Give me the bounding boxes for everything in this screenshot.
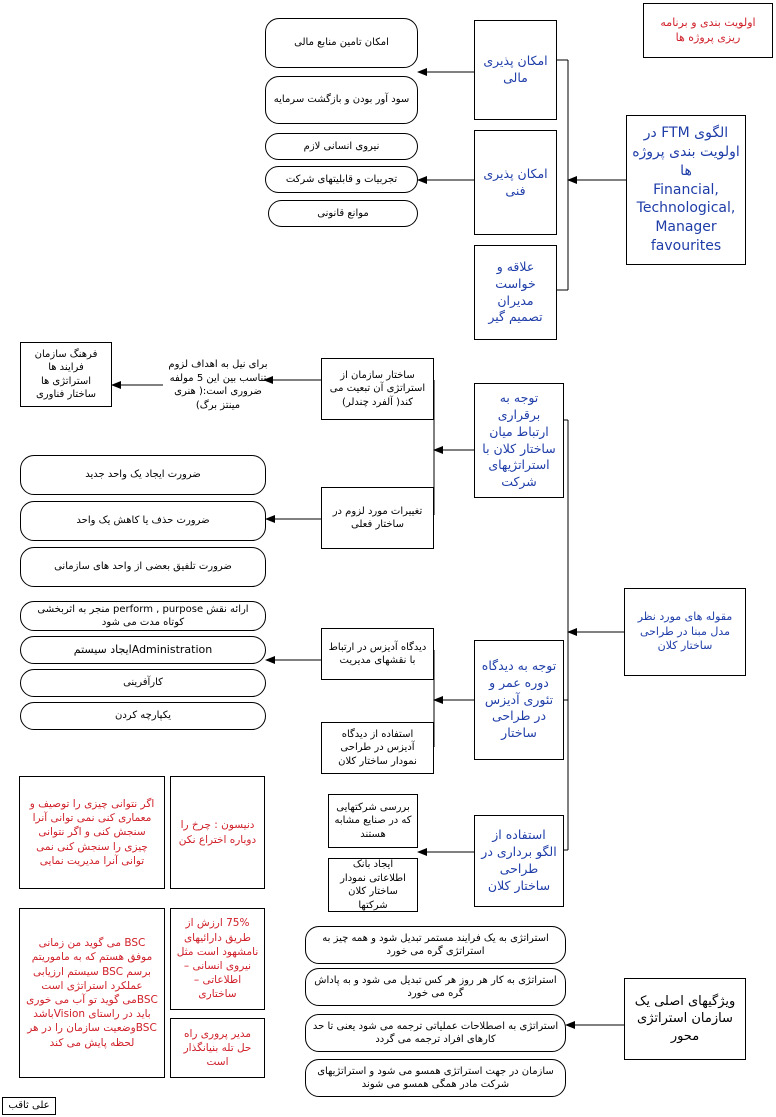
author-box: علی ثاقب (2, 1097, 56, 1115)
author-name: علی ثاقب (8, 1100, 50, 1112)
financial-item-box: امکان تامین منابع مالی (265, 18, 418, 68)
technical-feasibility-title: امکان پذیری فنی (483, 165, 548, 198)
financial-item-box: سود آور بودن و بازگشت سرمایه (265, 76, 418, 124)
feature-item-box: استراتژی به کار هر روز هر کس تبدیل می شو… (305, 968, 566, 1006)
adizes-role-box: Administrationایجاد سیستم (20, 636, 266, 664)
benchmark-item-box: ایجاد بانک اطلاعاتی نمودار ساختار کلان ش… (328, 858, 418, 912)
adizes-usage-text: استفاده از دیدگاه آدیزس در طراحی نمودار … (338, 728, 417, 767)
technical-item-box: تجربیات و قابلیتهای شرکت (265, 166, 418, 193)
ftm-box: الگوی FTM در اولویت بندی پروژه ها Financ… (626, 115, 746, 265)
deming-quote: دنیسون : چرخ را دوباره اختراع نکن (178, 819, 257, 846)
change-item: ضرورت ایجاد یک واحد جدید (85, 469, 201, 481)
feature-item: استراتژی به یک فرایند مستمر تبدیل شود و … (322, 932, 549, 958)
change-item: ضرورت حذف یا کاهش یک واحد (76, 515, 210, 527)
benchmark-item: بررسی شرکتهایی که در صنایع مشابه هستند (334, 801, 412, 840)
components-text: فرهنگ سازمان فرایند ها استراتژی ها ساختا… (34, 348, 98, 401)
structure-changes-text: تغییرات مورد لزوم در ساختار فعلی (332, 505, 423, 531)
benchmark-item: ایجاد بانک اطلاعاتی نمودار ساختار کلان ش… (340, 859, 406, 911)
financial-feasibility-box: امکان پذیری مالی (474, 20, 557, 120)
mintzberg-note: برای نیل به اهداف لزوم تناسب بین این 5 م… (163, 350, 273, 420)
ftm-expansion: Financial, Technological, Manager favour… (636, 181, 736, 255)
macro-structure-link-title: توجه به برقراری ارتباط میان ساختار کلان … (482, 389, 556, 490)
benchmarking-title: استفاده از الگو برداری در طراحی ساختار ک… (481, 827, 557, 893)
technical-item: تجربیات و قابلیتهای شرکت (285, 173, 398, 185)
intangible-assets-box: 75% ارزش از طریق دارائیهای نامشهود است م… (170, 908, 265, 1010)
benchmarking-box: استفاده از الگو برداری در طراحی ساختار ک… (474, 815, 564, 907)
ftm-title: الگوی FTM در اولویت بندی پروژه ها (632, 124, 740, 179)
founder-trap-text: مدیر پروری راه حل تله بنیانگذار است (183, 1027, 252, 1069)
structure-changes-box: تغییرات مورد لزوم در ساختار فعلی (321, 487, 434, 549)
adizes-role-box: ارائه نقش perform , purpose منجر به اثرب… (20, 601, 266, 631)
measure-quote-box: اگر نتوانی چیزی را توصیف و معماری کنی نم… (19, 776, 165, 889)
deming-quote-box: دنیسون : چرخ را دوباره اختراع نکن (170, 776, 265, 889)
benchmark-item-box: بررسی شرکتهایی که در صنایع مشابه هستند (328, 794, 418, 848)
financial-item: امکان تامین منابع مالی (294, 37, 389, 49)
managers-favourites-title: علاقه و خواست مدیران تصمیم گیر (488, 258, 543, 325)
bsc-notes: BSC می گوید من زمانی موفق هستم که به مام… (26, 937, 158, 1049)
feature-item-box: استراتژی به اصطلاحات عملیاتی ترجمه می شو… (305, 1014, 566, 1052)
components-box: فرهنگ سازمان فرایند ها استراتژی ها ساختا… (20, 342, 112, 407)
adizes-lifecycle-box: توجه به دیدگاه دوره عمر و تئوری آدیزس در… (474, 640, 564, 760)
financial-item: سود آور بودن و بازگشت سرمایه (273, 94, 410, 106)
adizes-role: ارائه نقش perform , purpose منجر به اثرب… (37, 603, 249, 629)
corner-title: اولویت بندی و برنامه ریزی پروژه ها (660, 15, 756, 44)
change-item: ضرورت تلفیق بعضی از واحد های سازمانی (54, 561, 232, 573)
feature-item: سازمان در جهت استراتژی همسو می شود و است… (317, 1065, 554, 1091)
feature-item: استراتژی به کار هر روز هر کس تبدیل می شو… (314, 974, 557, 1000)
adizes-roles-text: دیدگاه آدیزس در ارتباط با نقشهای مدیریت (328, 641, 427, 667)
measure-quote: اگر نتوانی چیزی را توصیف و معماری کنی نم… (29, 798, 155, 867)
strategy-focused-org-box: ویژگیهای اصلی یک سازمان استراتژی محور (624, 978, 746, 1060)
technical-item-box: موانع قانونی (268, 200, 418, 227)
adizes-role: Administrationایجاد سیستم (73, 642, 213, 656)
change-item-box: ضرورت حذف یا کاهش یک واحد (20, 501, 266, 541)
technical-item: نیروی انسانی لازم (303, 140, 380, 152)
technical-feasibility-box: امکان پذیری فنی (474, 130, 557, 235)
macro-structure-link-box: توجه به برقراری ارتباط میان ساختار کلان … (474, 383, 564, 498)
managers-favourites-box: علاقه و خواست مدیران تصمیم گیر (474, 245, 557, 340)
chandler-text: ساختار سازمان از استراتژی آن تبعیت می کن… (329, 369, 426, 408)
adizes-roles-box: دیدگاه آدیزس در ارتباط با نقشهای مدیریت (321, 628, 434, 680)
feature-item-box: سازمان در جهت استراتژی همسو می شود و است… (305, 1059, 566, 1097)
chandler-box: ساختار سازمان از استراتژی آن تبعیت می کن… (321, 358, 434, 420)
feature-item-box: استراتژی به یک فرایند مستمر تبدیل شود و … (305, 926, 566, 964)
adizes-role-box: یکپارچه کردن (20, 702, 266, 730)
change-item-box: ضرورت تلفیق بعضی از واحد های سازمانی (20, 547, 266, 587)
intangible-assets-text: 75% ارزش از طریق دارائیهای نامشهود است م… (176, 917, 259, 1001)
model-criteria-title: مقوله های مورد نظر مدل مبنا در طراحی ساخ… (637, 609, 733, 653)
model-criteria-box: مقوله های مورد نظر مدل مبنا در طراحی ساخ… (624, 588, 746, 676)
adizes-role: یکپارچه کردن (115, 710, 171, 722)
founder-trap-box: مدیر پروری راه حل تله بنیانگذار است (170, 1018, 265, 1078)
corner-title-box: اولویت بندی و برنامه ریزی پروژه ها (643, 3, 773, 58)
financial-feasibility-title: امکان پذیری مالی (483, 53, 548, 85)
adizes-lifecycle-title: توجه به دیدگاه دوره عمر و تئوری آدیزس در… (481, 657, 557, 741)
feature-item: استراتژی به اصطلاحات عملیاتی ترجمه می شو… (312, 1020, 559, 1046)
strategy-focused-org-title: ویژگیهای اصلی یک سازمان استراتژی محور (634, 993, 736, 1044)
adizes-role: کارآفرینی (123, 677, 163, 689)
bsc-notes-box: BSC می گوید من زمانی موفق هستم که به مام… (19, 908, 165, 1078)
technical-item-box: نیروی انسانی لازم (265, 133, 418, 160)
change-item-box: ضرورت ایجاد یک واحد جدید (20, 455, 266, 495)
technical-item: موانع قانونی (317, 207, 369, 219)
mintzberg-text: برای نیل به اهداف لزوم تناسب بین این 5 م… (168, 359, 268, 411)
adizes-role-box: کارآفرینی (20, 669, 266, 697)
adizes-usage-box: استفاده از دیدگاه آدیزس در طراحی نمودار … (321, 722, 434, 774)
